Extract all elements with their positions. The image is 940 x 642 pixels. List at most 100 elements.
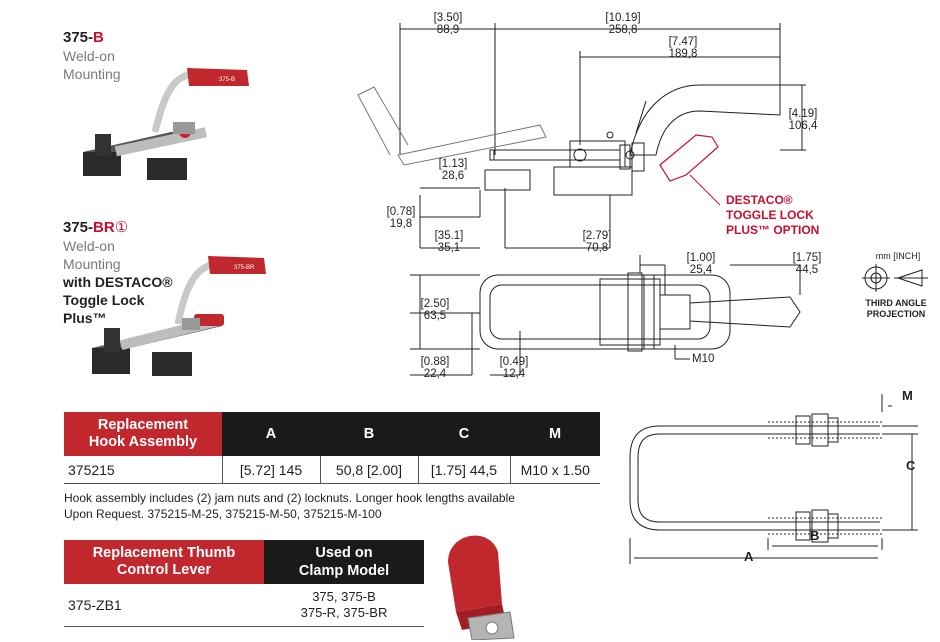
dim-2-79: [2.79]70,8 — [576, 230, 618, 254]
part-number: 375215 — [64, 456, 222, 484]
dim-0-78: [0.78]19,8 — [380, 206, 422, 230]
model-375-b: 375-B — [63, 28, 121, 47]
models-line2: 375-R, 375-BR — [300, 605, 388, 620]
dim-inch: [35.1] — [434, 230, 464, 242]
lever-table-title: Replacement Thumb Control Lever — [64, 540, 264, 584]
hook-assembly-table: Replacement Hook Assembly A B C M 375215… — [64, 412, 600, 484]
dim-mm: 106,4 — [788, 120, 818, 132]
dim-7-47: [7.47]189,8 — [660, 36, 706, 60]
dim-3-50: [3.50]88,9 — [425, 12, 471, 36]
br-line3: with DESTACO® — [63, 274, 173, 290]
clamp-photo-br: 375-BR — [92, 256, 266, 376]
dim-inch: [0.49] — [499, 356, 529, 368]
br-line1: Weld-on — [63, 238, 115, 254]
dim-inch: [2.79] — [582, 230, 612, 242]
hook-note: Hook assembly includes (2) jam nuts and … — [64, 490, 624, 522]
br-line4: Toggle Lock — [63, 292, 145, 308]
side-view-drawing — [357, 23, 806, 249]
title-line2: Hook Assembly — [88, 434, 198, 450]
callout-line2: TOGGLE LOCK — [726, 208, 814, 222]
note-line2: Upon Request. 375215-M-25, 375215-M-50, … — [64, 507, 382, 521]
product-br-label: 375-BR① Weld-on Mounting with DESTACO® T… — [63, 218, 173, 327]
dim-4-19: [4.19]106,4 — [783, 108, 823, 132]
col-header-a: A — [222, 412, 320, 456]
mounting-line2: Mounting — [63, 66, 121, 82]
thread-m10-label: M10 — [692, 353, 715, 365]
header-line2: Clamp Model — [298, 563, 390, 579]
title-line1: Replacement — [97, 417, 189, 433]
title-line2: Control Lever — [116, 562, 212, 578]
label-b: B — [810, 528, 820, 543]
title-line1: Replacement Thumb — [92, 545, 236, 561]
projection-line1: THIRD ANGLE — [865, 298, 927, 308]
callout-line3: PLUS™ OPTION — [726, 223, 820, 237]
callout-line1: DESTACO® — [726, 193, 793, 207]
dim-inch: [2.50] — [420, 298, 450, 310]
br-line5: Plus™ — [63, 310, 107, 326]
model-prefix: 375- — [63, 29, 94, 46]
top-view-drawing — [410, 255, 801, 376]
clamp-photo-b: 375-B — [83, 68, 249, 180]
clamp-model-header: Used on Clamp Model — [264, 540, 424, 584]
dim-inch: [0.78] — [386, 206, 416, 218]
dim-inch: [7.47] — [668, 36, 698, 48]
dim-mm: 22,4 — [423, 368, 447, 380]
dim-mm: 19,8 — [389, 218, 413, 230]
model-prefix: 375- — [63, 219, 94, 236]
product-b-label: 375-B Weld-on Mounting — [63, 28, 121, 83]
dim-mm: 28,6 — [441, 170, 465, 182]
dim-mm: 44,5 — [795, 264, 819, 276]
dim-mm: 258,8 — [608, 24, 638, 36]
lever-part-number: 375-ZB1 — [64, 584, 264, 627]
model-mark: ① — [114, 219, 129, 236]
lever-models: 375, 375-B 375-R, 375-BR — [264, 584, 424, 627]
dim-1-00: [1.00]25,4 — [680, 252, 722, 276]
note-line1: Hook assembly includes (2) jam nuts and … — [64, 491, 515, 505]
third-angle-label: THIRD ANGLE PROJECTION — [852, 298, 940, 320]
dim-2-50: [2.50]63,5 — [414, 298, 456, 322]
projection-line2: PROJECTION — [866, 309, 926, 319]
value-b: 50,8 [2.00] — [319, 456, 418, 484]
dim-inch: [1.75] — [792, 252, 822, 264]
dim-mm: 88,9 — [436, 24, 460, 36]
dim-mm: 12,4 — [502, 368, 526, 380]
dim-inch: [4.19] — [788, 108, 818, 120]
header-line1: Used on — [315, 545, 373, 561]
dim-inch: [10.19] — [605, 12, 641, 24]
table-row: 375-ZB1 375, 375-B 375-R, 375-BR — [64, 584, 424, 627]
dim-35-1: [35.1]35,1 — [428, 230, 470, 254]
dim-10-19: [10.19]258,8 — [598, 12, 648, 36]
dim-1-13: [1.13]28,6 — [432, 158, 474, 182]
label-a: A — [744, 549, 754, 564]
col-header-c: C — [418, 412, 510, 456]
label-m: M — [902, 388, 913, 403]
third-angle-projection-icon — [862, 264, 928, 292]
value-m: M10 x 1.50 — [509, 456, 600, 484]
svg-text:375-B: 375-B — [219, 77, 235, 83]
mounting-line1: Weld-on — [63, 48, 115, 64]
dim-mm: 63,5 — [423, 310, 447, 322]
dim-inch: [3.50] — [433, 12, 463, 24]
dim-mm: 189,8 — [668, 48, 698, 60]
model-375-br: 375-BR① — [63, 218, 173, 237]
svg-text:375-BR: 375-BR — [234, 265, 255, 271]
dim-mm: 35,1 — [437, 242, 461, 254]
dim-inch: [1.13] — [438, 158, 468, 170]
dim-1-75: [1.75]44,5 — [786, 252, 828, 276]
dim-0-49: [0.49]12,4 — [493, 356, 535, 380]
dim-inch: [1.00] — [686, 252, 716, 264]
hook-diagram — [629, 394, 918, 564]
dim-inch: [0.88] — [420, 356, 450, 368]
thumb-lever-photo — [448, 535, 515, 640]
dim-0-88: [0.88]22,4 — [414, 356, 456, 380]
label-c: C — [906, 458, 916, 473]
table-row: 375215 [5.72] 145 50,8 [2.00] [1.75] 44,… — [64, 456, 600, 484]
models-line1: 375, 375-B — [312, 589, 376, 604]
toggle-lock-callout: DESTACO® TOGGLE LOCK PLUS™ OPTION — [726, 193, 819, 238]
model-suffix: B — [93, 29, 104, 46]
dim-mm: 25,4 — [689, 264, 713, 276]
thumb-lever-table: Replacement Thumb Control Lever Used on … — [64, 540, 424, 627]
col-header-b: B — [320, 412, 418, 456]
units-label: mm [INCH] — [875, 251, 921, 261]
dim-mm: 70,8 — [585, 242, 609, 254]
